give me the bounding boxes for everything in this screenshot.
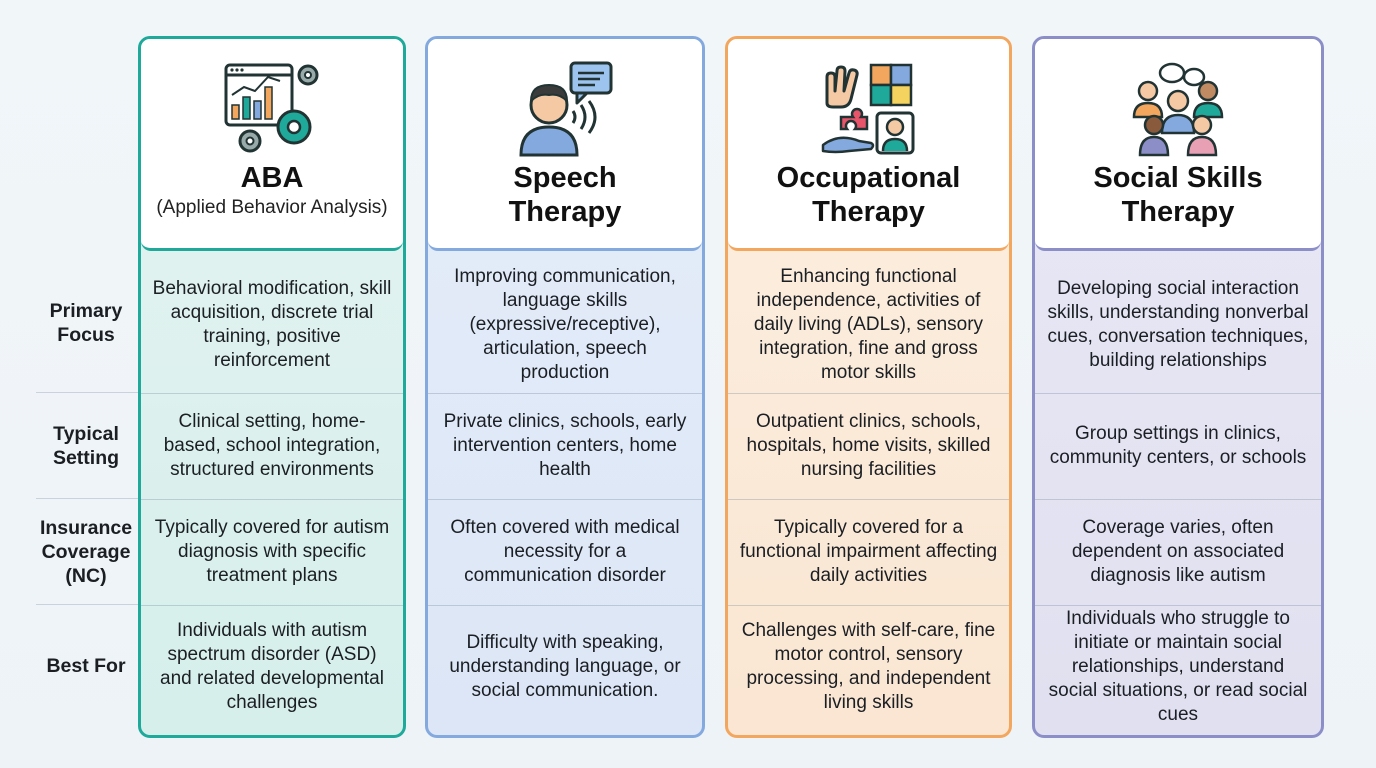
column-header: ABA (Applied Behavior Analysis) [141, 39, 403, 251]
column-social-skills-therapy: Social Skills Therapy Developing social … [1032, 36, 1324, 738]
cell-primary-focus: Enhancing functional independence, activ… [753, 265, 984, 383]
cell-insurance-coverage: Coverage varies, often dependent on asso… [1071, 517, 1285, 586]
column-title: Occupational Therapy [776, 162, 961, 228]
cell-divider [728, 605, 1009, 606]
cell-best-for: Challenges with self-care, fine motor co… [741, 620, 996, 713]
cell-best-for: Individuals with autism spectrum disorde… [160, 620, 384, 713]
row-label-best-for: Best For [46, 655, 126, 677]
cell-divider [428, 499, 702, 500]
column-aba: ABA (Applied Behavior Analysis) Behavior… [138, 36, 406, 738]
row-divider [36, 498, 140, 499]
column-subtitle: (Applied Behavior Analysis) [156, 197, 388, 218]
column-header: Social Skills Therapy [1035, 39, 1321, 251]
column-header: Speech Therapy [428, 39, 702, 251]
row-label-typical-setting: Typical Setting [52, 422, 120, 469]
cell-divider [1035, 605, 1321, 606]
column-title: Social Skills Therapy [1093, 162, 1263, 228]
cell-divider [141, 605, 403, 606]
cell-typical-setting: Clinical setting, home-based, school int… [163, 411, 381, 480]
cell-divider [141, 499, 403, 500]
cell-divider [1035, 393, 1321, 394]
cell-best-for: Individuals who struggle to initiate or … [1048, 608, 1308, 725]
group-conversation-icon [1123, 57, 1233, 161]
row-label-primary-focus: Primary Focus [49, 300, 123, 346]
cell-divider [1035, 499, 1321, 500]
row-divider [36, 604, 140, 605]
cell-primary-focus: Behavioral modification, skill acquisiti… [152, 277, 392, 371]
column-title: ABA [240, 162, 304, 194]
cell-primary-focus: Developing social interaction skills, un… [1047, 277, 1309, 371]
cell-divider [428, 393, 702, 394]
person-speaking-icon [510, 57, 620, 161]
analytics-gears-icon [217, 57, 327, 161]
cell-divider [141, 393, 403, 394]
cell-typical-setting: Outpatient clinics, schools, hospitals, … [746, 411, 991, 480]
cell-insurance-coverage: Often covered with medical necessity for… [450, 517, 680, 586]
cell-divider [728, 393, 1009, 394]
hands-puzzle-icon [814, 57, 924, 161]
column-speech-therapy: Speech Therapy Improving communication, … [425, 36, 705, 738]
cell-best-for: Difficulty with speaking, understanding … [449, 632, 681, 701]
cell-primary-focus: Improving communication, language skills… [454, 265, 676, 383]
column-header: Occupational Therapy [728, 39, 1009, 251]
row-labels: Primary Focus Typical Setting Insurance … [0, 0, 140, 768]
cell-insurance-coverage: Typically covered for autism diagnosis w… [154, 517, 390, 586]
column-occupational-therapy: Occupational Therapy Enhancing functiona… [725, 36, 1012, 738]
cell-typical-setting: Private clinics, schools, early interven… [443, 411, 687, 480]
row-divider [36, 392, 140, 393]
cell-insurance-coverage: Typically covered for a functional impai… [739, 517, 998, 586]
column-title: Speech Therapy [508, 162, 622, 228]
row-label-insurance-coverage: Insurance Coverage (NC) [39, 516, 133, 587]
cell-divider [428, 605, 702, 606]
cell-divider [728, 499, 1009, 500]
cell-typical-setting: Group settings in clinics, community cen… [1049, 423, 1307, 468]
